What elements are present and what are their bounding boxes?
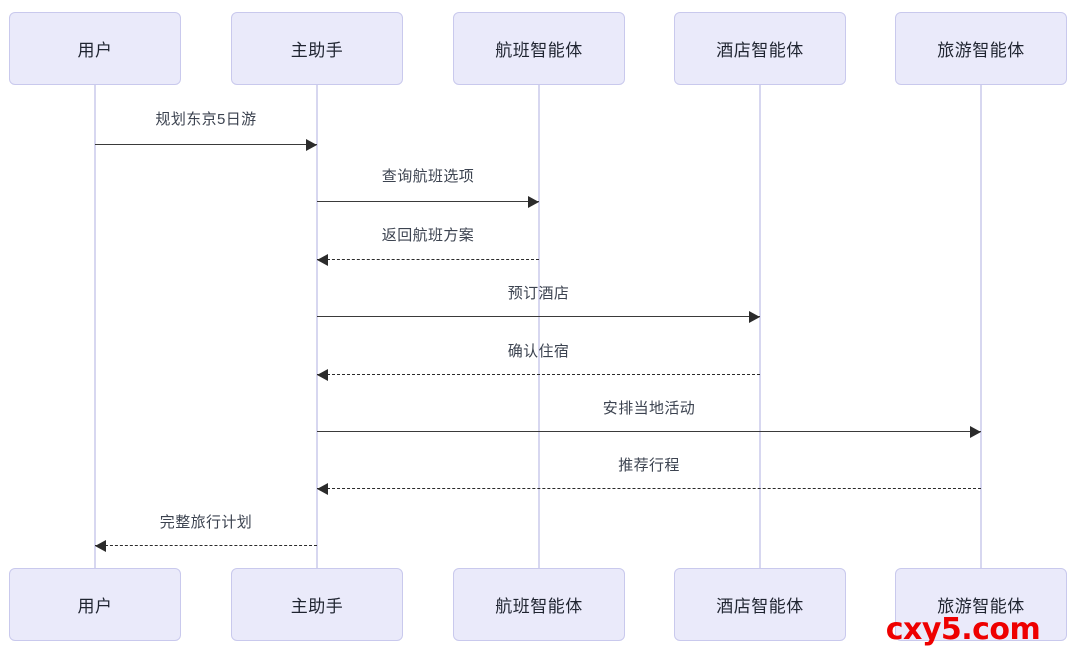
message-label-7: 推荐行程	[618, 457, 680, 474]
participant-box-top-main-assistant[interactable]: 主助手	[231, 12, 403, 85]
message-line-5	[317, 374, 760, 375]
participant-box-bottom-hotel-agent[interactable]: 酒店智能体	[674, 568, 846, 641]
participant-box-top-hotel-agent[interactable]: 酒店智能体	[674, 12, 846, 85]
participant-box-bottom-travel-agent[interactable]: 旅游智能体	[895, 568, 1067, 641]
message-label-4: 预订酒店	[507, 285, 570, 302]
message-arrowhead-7	[317, 483, 328, 495]
message-line-7	[317, 488, 981, 489]
participant-label: 酒店智能体	[716, 597, 804, 616]
message-label-8: 完整旅行计划	[159, 514, 253, 531]
participant-label: 航班智能体	[495, 41, 583, 60]
participant-label: 主助手	[290, 597, 344, 616]
participant-box-top-user[interactable]: 用户	[9, 12, 181, 85]
participant-label: 酒店智能体	[716, 41, 804, 60]
participant-box-bottom-main-assistant[interactable]: 主助手	[231, 568, 403, 641]
message-line-3	[317, 259, 539, 260]
message-line-2	[317, 201, 539, 202]
lifeline-main-assistant	[316, 85, 318, 568]
message-label-5: 确认住宿	[507, 343, 570, 360]
lifeline-hotel-agent	[759, 85, 761, 568]
message-arrowhead-8	[95, 540, 106, 552]
participant-box-top-flight-agent[interactable]: 航班智能体	[453, 12, 625, 85]
lifeline-user	[94, 85, 96, 568]
message-label-6: 安排当地活动	[602, 400, 696, 417]
message-line-4	[317, 316, 760, 317]
message-arrowhead-5	[317, 369, 328, 381]
participant-label: 主助手	[290, 41, 344, 60]
message-line-8	[95, 545, 317, 546]
message-line-1	[95, 144, 317, 145]
message-arrowhead-4	[749, 311, 760, 323]
participant-label: 用户	[77, 41, 113, 60]
participant-box-top-travel-agent[interactable]: 旅游智能体	[895, 12, 1067, 85]
lifeline-travel-agent	[980, 85, 982, 568]
participant-box-bottom-flight-agent[interactable]: 航班智能体	[453, 568, 625, 641]
participant-label: 旅游智能体	[937, 597, 1025, 616]
participant-label: 旅游智能体	[937, 41, 1025, 60]
message-label-3: 返回航班方案	[381, 227, 475, 244]
message-arrowhead-2	[528, 196, 539, 208]
watermark: cxy5.com	[885, 612, 1041, 647]
message-arrowhead-6	[970, 426, 981, 438]
message-arrowhead-3	[317, 254, 328, 266]
participant-box-bottom-user[interactable]: 用户	[9, 568, 181, 641]
participant-label: 航班智能体	[495, 597, 583, 616]
message-arrowhead-1	[306, 139, 317, 151]
message-label-2: 查询航班选项	[381, 168, 475, 185]
message-line-6	[317, 431, 981, 432]
participant-label: 用户	[77, 597, 113, 616]
lifeline-flight-agent	[538, 85, 540, 568]
message-label-1: 规划东京5日游	[155, 111, 257, 128]
